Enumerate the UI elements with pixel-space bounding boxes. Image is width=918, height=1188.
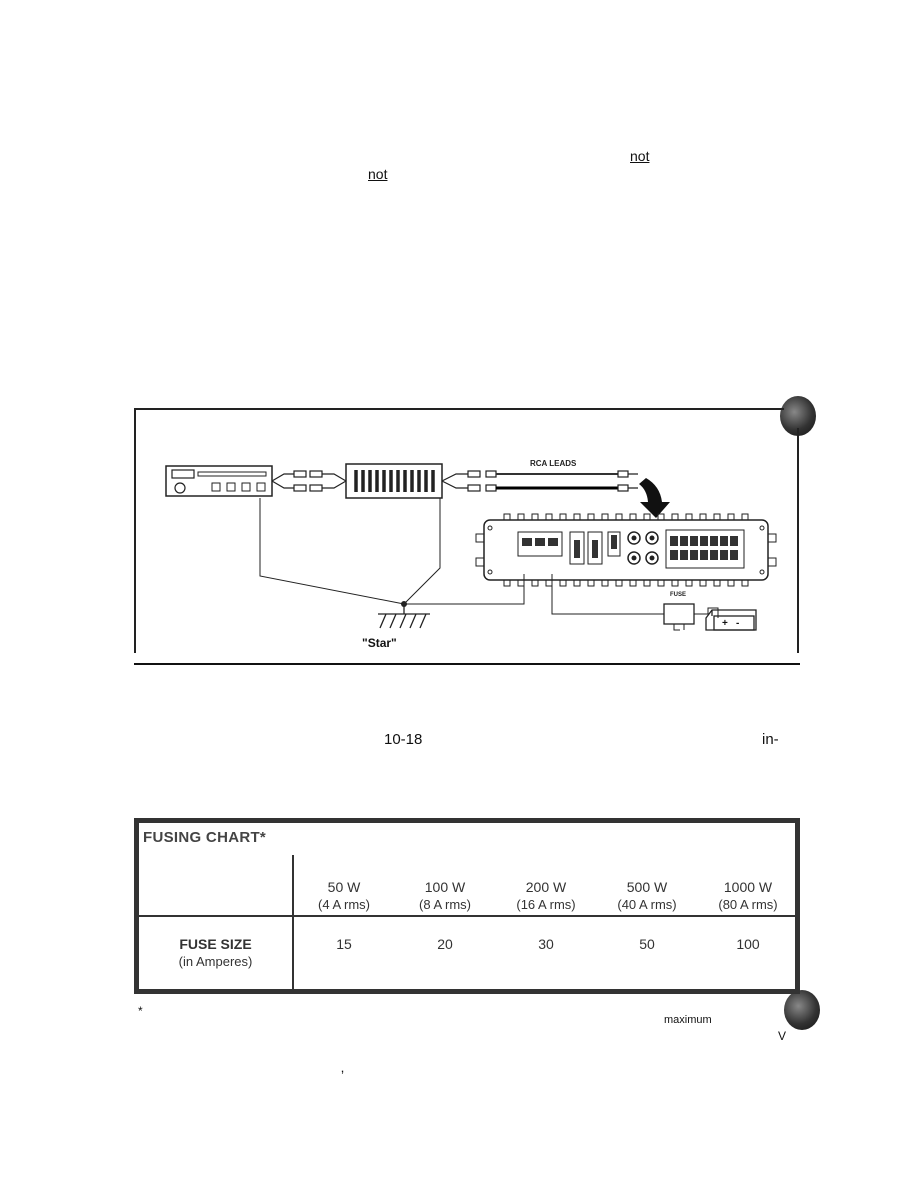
star-ground-label: "Star" (362, 636, 397, 650)
v-text: V (778, 1029, 787, 1043)
fuse-label: FUSE (670, 592, 686, 598)
chart-title: FUSING CHART* (143, 829, 267, 846)
battery-plus: + (722, 618, 728, 629)
wiring-diagram: RCA LEADS (134, 408, 800, 666)
power-rating: 50 W (327, 879, 361, 895)
ground-symbol-icon (378, 604, 430, 629)
current-rating: (4 A rms) (317, 897, 370, 912)
equalizer-icon (345, 463, 443, 499)
fuse-size-unit: (in Amperes) (178, 954, 253, 969)
not-text-1: not (630, 148, 650, 164)
range-text: 10-18 (384, 731, 423, 748)
battery-minus: - (736, 618, 739, 629)
battery-icon (705, 609, 757, 631)
power-rating: 100 W (424, 879, 466, 895)
current-rating: (80 A rms) (718, 897, 778, 912)
current-rating: (8 A rms) (418, 897, 471, 912)
fusing-chart: FUSING CHART* 50 W (4 A rms) 15 100 W (8… (134, 818, 800, 994)
down-arrow-icon (639, 478, 670, 518)
current-rating: (40 A rms) (617, 897, 677, 912)
fuse-icon (663, 603, 695, 625)
fuse-value: 100 (736, 936, 760, 952)
power-rating: 200 W (525, 879, 567, 895)
current-rating: (16 A rms) (516, 897, 576, 912)
amplifier-icon (475, 513, 777, 587)
hyphenated-text: in- (762, 731, 779, 748)
column-divider (292, 855, 294, 993)
fuse-value: 20 (437, 936, 453, 952)
row-divider (139, 915, 795, 917)
fuse-value: 30 (538, 936, 554, 952)
fuse-value: 15 (336, 936, 352, 952)
power-rating: 1000 W (723, 879, 773, 895)
head-unit-icon (165, 465, 273, 497)
fuse-size-label: FUSE SIZE (179, 936, 252, 952)
fuse-value: 50 (639, 936, 655, 952)
maximum-text: maximum (664, 1014, 712, 1026)
rca-leads-label: RCA LEADS (530, 459, 577, 468)
asterisk-note: * (138, 1004, 143, 1018)
not-text-2: not (368, 166, 388, 182)
corner-badge-icon (784, 990, 820, 1030)
tick-mark: ʼ (341, 1068, 345, 1084)
power-rating: 500 W (626, 879, 668, 895)
